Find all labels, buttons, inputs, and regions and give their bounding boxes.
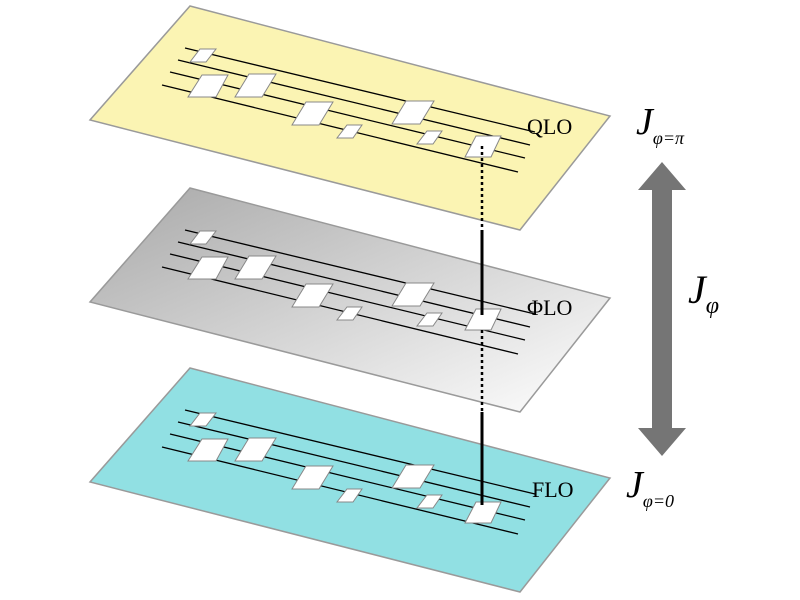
square [187, 256, 229, 280]
square [335, 306, 363, 321]
plane-philo: ΦLO [88, 187, 612, 413]
plane-flo-label: FLO [532, 477, 574, 502]
label-j-phi: Jφ [688, 267, 719, 319]
square [335, 488, 363, 503]
square [391, 100, 435, 125]
label-j-zero: Jφ=0 [626, 464, 674, 511]
square [291, 101, 334, 126]
square [415, 130, 443, 145]
square [335, 124, 363, 139]
square [188, 48, 218, 63]
plane-qlo-surface [88, 5, 612, 231]
square [415, 494, 443, 509]
plane-flo-lines [161, 409, 536, 535]
square [234, 255, 277, 280]
double-headed-arrow-icon [638, 162, 686, 456]
square [464, 308, 502, 331]
plane-flo-surface [88, 367, 612, 593]
square [188, 230, 218, 245]
plane-flo-squares [187, 412, 502, 524]
square [291, 283, 334, 308]
plane-qlo-squares [187, 48, 502, 158]
plane-philo-surface [88, 187, 612, 413]
plane-philo-lines [161, 229, 536, 355]
square [391, 464, 435, 489]
square [415, 312, 443, 327]
square [234, 73, 277, 98]
square [464, 501, 502, 524]
label-j-pi: Jφ=π [636, 101, 685, 148]
plane-philo-label: ΦLO [527, 295, 572, 320]
plane-flo: FLO [88, 367, 612, 593]
square [234, 437, 277, 462]
square [187, 74, 229, 98]
square [391, 282, 435, 307]
plane-qlo-lines [161, 47, 536, 173]
plane-qlo-label: QLO [527, 114, 572, 139]
plane-qlo: QLO [88, 5, 612, 231]
square [187, 438, 229, 462]
square [188, 412, 218, 427]
plane-philo-squares [187, 230, 502, 331]
square [291, 465, 334, 490]
